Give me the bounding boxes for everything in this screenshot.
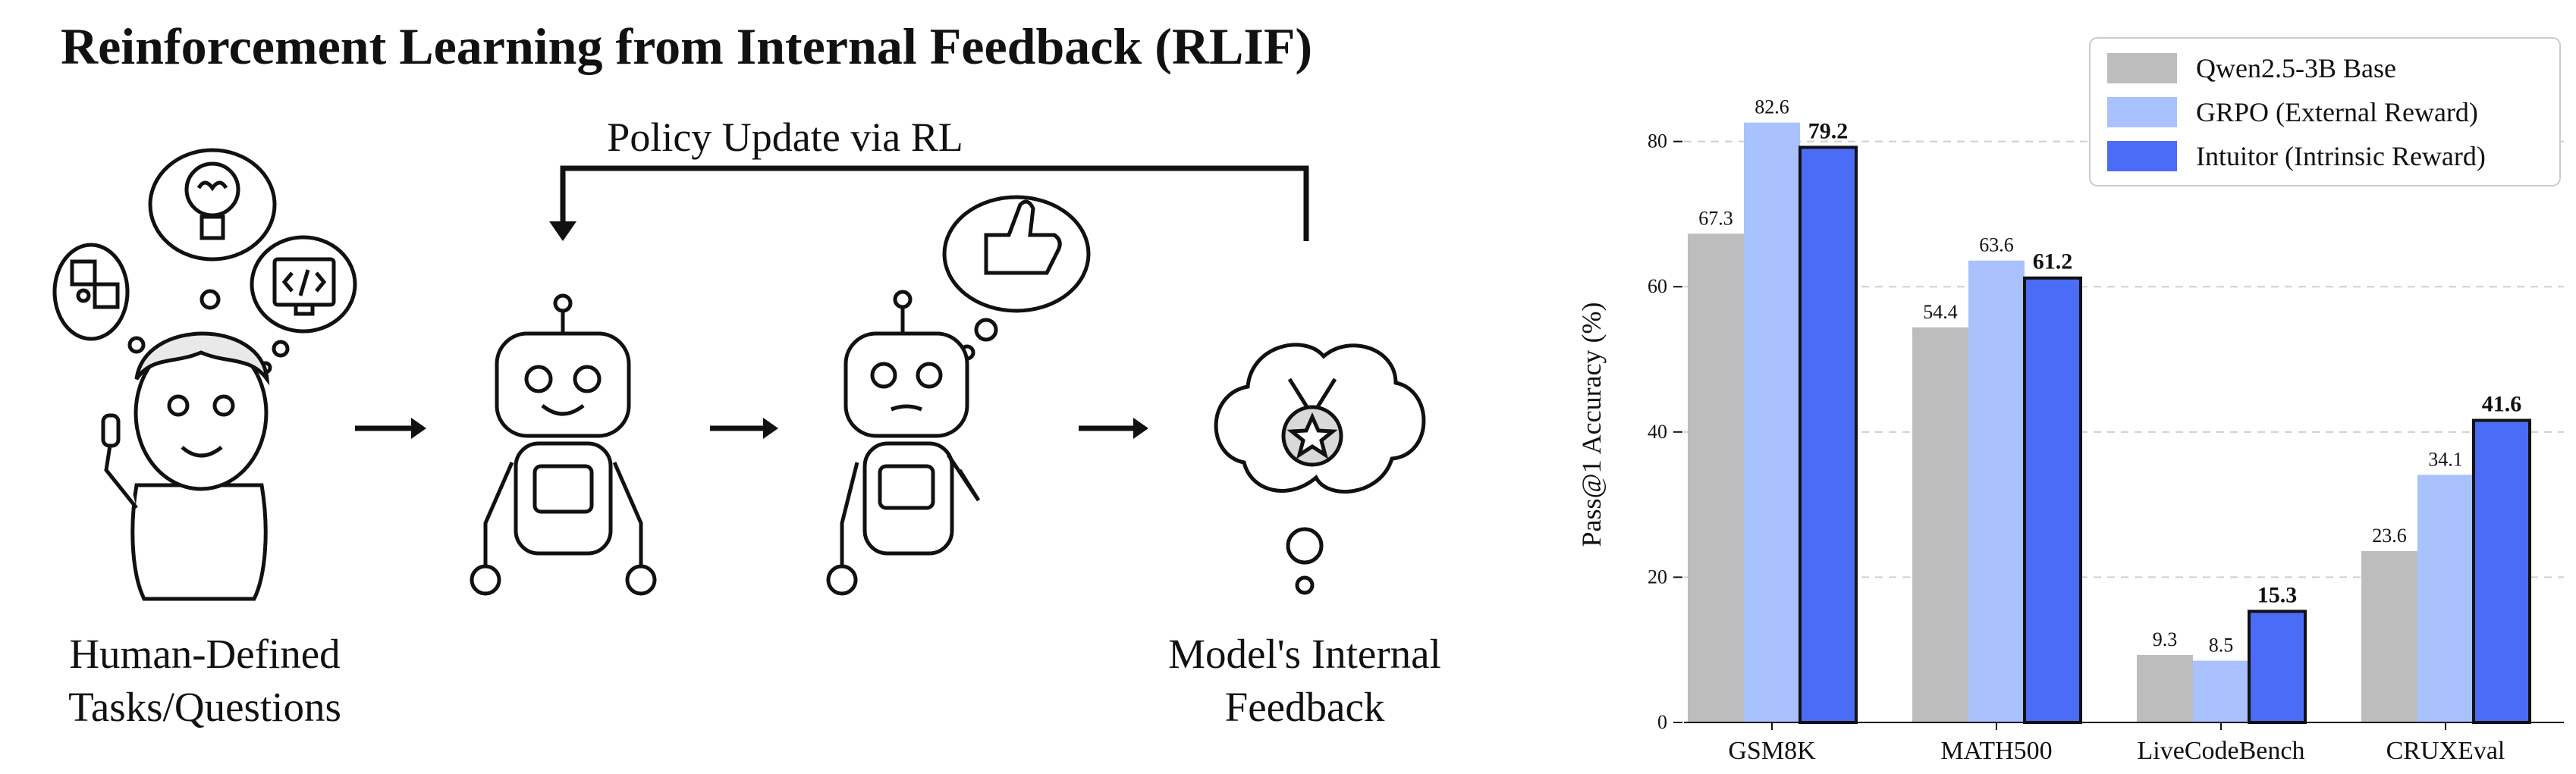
bar-value-label-CRUXEval-1: 34.1 (2428, 448, 2463, 470)
legend-label-1: GRPO (External Reward) (2196, 97, 2478, 127)
bar-value-labels: 67.3 82.6 79.2 54.4 63.6 61.2 9.3 8.5 15.3 23.6 34… (1698, 96, 2521, 656)
bar-LiveCodeBench-1 (2193, 660, 2249, 722)
bar-value-label-LiveCodeBench-2: 15.3 (2257, 582, 2298, 607)
policy-update-label: Policy Update via RL (607, 114, 963, 160)
bar-LiveCodeBench-2 (2248, 609, 2307, 725)
y-tick-label-0: 0 (1657, 711, 1667, 733)
legend-label-2: Intuitor (Intrinsic Reward) (2196, 141, 2486, 171)
bar-value-label-GSM8K-1: 82.6 (1755, 96, 1789, 118)
lightbulb-brain-icon (184, 161, 240, 240)
bar-GSM8K-1 (1744, 122, 1800, 722)
bar-value-label-MATH500-2: 61.2 (2033, 249, 2073, 274)
bar-MATH500-2 (2023, 276, 2082, 724)
feedback-cloud (1214, 343, 1426, 595)
bar-value-label-LiveCodeBench-1: 8.5 (2209, 635, 2234, 656)
robot-figure (470, 293, 657, 596)
thumbs-up-icon (984, 199, 1062, 275)
bar-CRUXEval-0 (2361, 550, 2417, 722)
y-axis-label: Pass@1 Accuracy (%) (1576, 302, 1607, 547)
bar-CRUXEval-1 (2417, 475, 2474, 722)
y-tick-label-80: 80 (1648, 130, 1667, 152)
flow-arrow-1 (355, 418, 426, 439)
x-tick-label-1: MATH500 (1940, 737, 2052, 765)
flow-arrow-2 (710, 418, 778, 439)
bar-GSM8K-2 (1798, 146, 1858, 725)
bar-value-label-GSM8K-0: 67.3 (1698, 207, 1733, 229)
bar-GSM8K-0 (1688, 233, 1744, 722)
flow-arrow-3 (1079, 418, 1148, 439)
legend-label-0: Qwen2.5-3B Base (2196, 53, 2396, 83)
x-tick-label-0: GSM8K (1728, 737, 1816, 765)
y-tick-label-60: 60 (1648, 275, 1667, 297)
bar-value-label-MATH500-0: 54.4 (1923, 301, 1958, 323)
rlif-diagram (52, 148, 1426, 601)
puzzle-icon (70, 259, 120, 309)
legend-swatch-2 (2107, 141, 2177, 171)
y-tick-label-20: 20 (1648, 566, 1667, 588)
bar-LiveCodeBench-0 (2137, 654, 2193, 722)
human-tasks-caption: Human-Defined Tasks/Questions (68, 631, 341, 730)
human-figure (101, 331, 270, 601)
thinking-robot-figure (826, 195, 1091, 596)
bar-value-label-CRUXEval-0: 23.6 (2372, 525, 2407, 547)
legend-swatch-0 (2107, 53, 2177, 83)
bar-chart: 67.3 82.6 79.2 54.4 63.6 61.2 9.3 8.5 15.3 23.6 34… (1576, 37, 2564, 765)
bar-MATH500-0 (1912, 327, 1968, 722)
bar-value-label-MATH500-1: 63.6 (1979, 234, 2014, 256)
y-tick-label-40: 40 (1648, 421, 1667, 443)
bar-MATH500-1 (1968, 260, 2025, 722)
bar-value-label-GSM8K-2: 79.2 (1808, 118, 1849, 143)
bars (1688, 122, 2531, 725)
bar-CRUXEval-2 (2472, 418, 2531, 724)
internal-feedback-caption: Model's Internal Feedback (1168, 631, 1441, 730)
x-tick-label-3: CRUXEval (2386, 737, 2505, 765)
legend-box (2089, 37, 2561, 186)
legend-swatch-1 (2107, 97, 2177, 127)
x-tick-label-2: LiveCodeBench (2138, 737, 2305, 765)
bar-value-label-LiveCodeBench-0: 9.3 (2153, 628, 2178, 650)
bar-value-label-CRUXEval-2: 41.6 (2482, 391, 2522, 416)
feedback-loop-arrow (549, 165, 1309, 241)
diagram-title: Reinforcement Learning from Internal Fee… (60, 17, 1313, 75)
medal-star-icon (1281, 378, 1343, 467)
code-window-icon (272, 257, 336, 316)
